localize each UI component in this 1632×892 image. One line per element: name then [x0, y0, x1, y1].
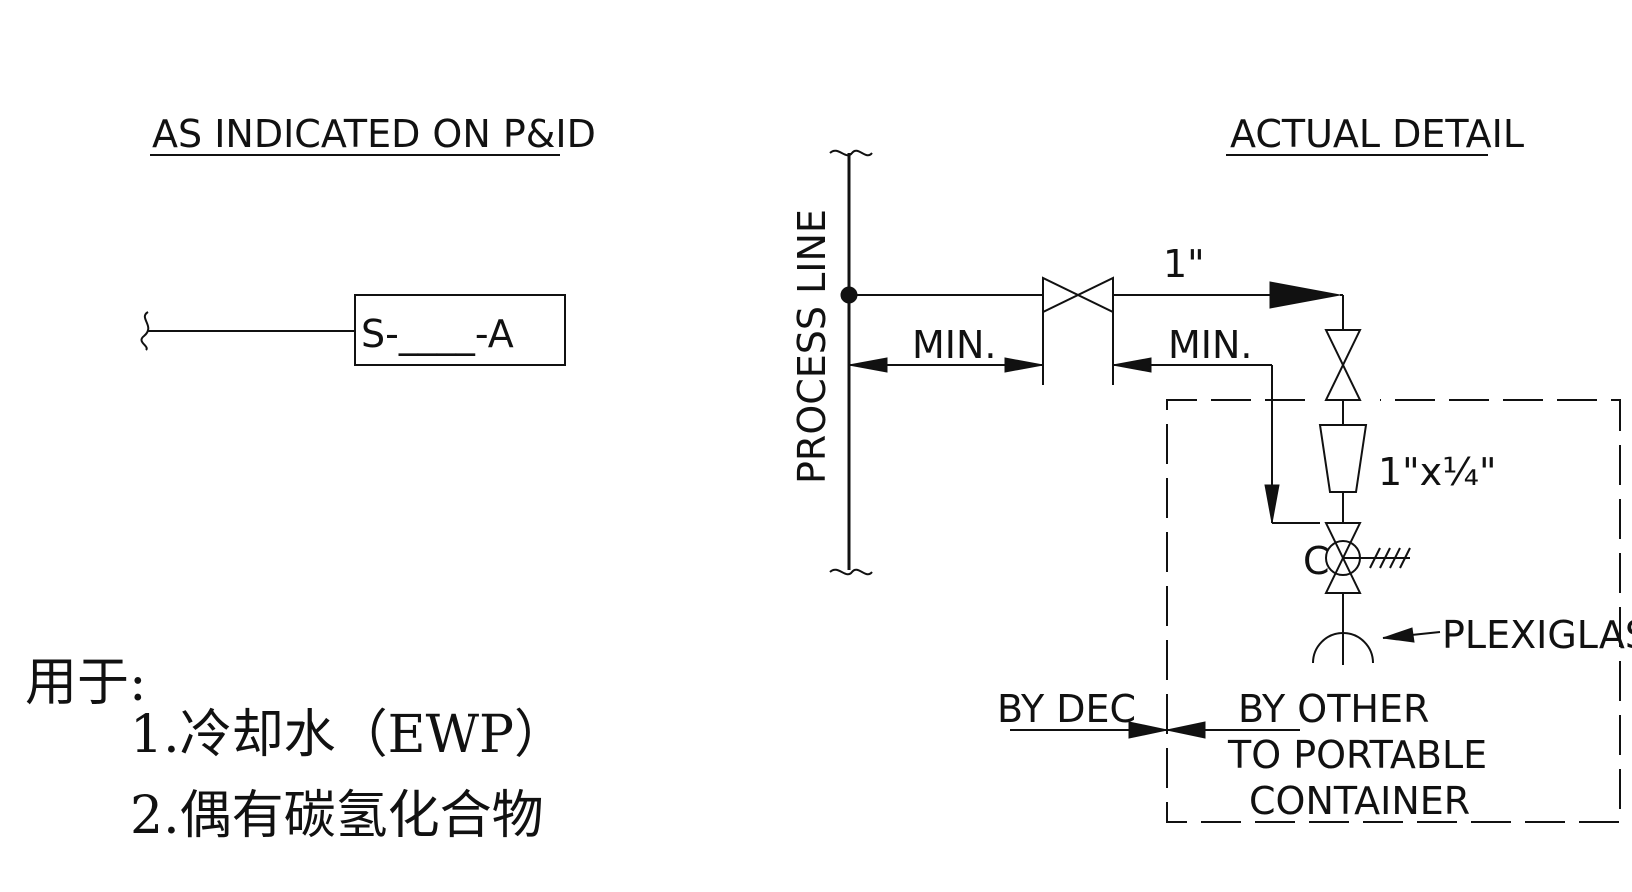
dim-arrow-1a [848, 357, 888, 373]
notes: 用于: 1.冷却水（EWP） 2.偶有碳氢化合物 [25, 653, 566, 846]
by-other-label: BY OTHER [1238, 687, 1429, 731]
container-label: CONTAINER [1249, 779, 1470, 823]
stem-hatch-2 [1379, 547, 1391, 569]
reducer-icon [1318, 424, 1368, 493]
left-panel-title: AS INDICATED ON P&ID [152, 112, 596, 156]
plexiglas-shield-icon [1312, 632, 1374, 664]
right-panel-title: ACTUAL DETAIL [1230, 112, 1524, 156]
min-label-1: MIN. [912, 323, 997, 367]
plexiglas-arrow [1382, 627, 1415, 643]
isolation-valve-icon [1042, 276, 1114, 314]
min-label-2: MIN. [1168, 323, 1253, 367]
reducer-label: 1"x¼" [1378, 450, 1496, 494]
stem-hatch-3 [1389, 547, 1401, 569]
drain-valve-icon [1324, 522, 1362, 594]
valve-tag: C [1303, 539, 1330, 583]
left-panel: AS INDICATED ON P&ID S-____-A [140, 112, 596, 366]
process-line-label: PROCESS LINE [790, 209, 834, 484]
vent-valve-icon [1324, 329, 1362, 401]
right-panel: ACTUAL DETAIL PROCESS LINE 1" MIN. [790, 112, 1632, 823]
by-dec-arrow [1128, 721, 1168, 739]
break-symbol [140, 311, 150, 351]
stem-hatch-1 [1369, 547, 1381, 569]
stem-hatch-4 [1399, 547, 1411, 569]
by-dec-label: BY DEC [997, 687, 1136, 731]
note-item-2: 2.偶有碳氢化合物 [130, 786, 544, 846]
dim-arrow-2a [1112, 357, 1152, 373]
dim-arrow-1b [1004, 357, 1044, 373]
notes-heading: 用于: [25, 653, 147, 713]
flow-arrow-icon [1269, 281, 1341, 309]
portable-container-boundary [1166, 399, 1621, 823]
by-other-arrow [1166, 721, 1206, 739]
process-line-break-bottom [829, 568, 873, 576]
pid-tag-box [354, 294, 566, 366]
plexiglas-label: PLEXIGLAS [1442, 613, 1632, 657]
pipe-size-label: 1" [1163, 242, 1205, 286]
dim-arrow-2b [1264, 484, 1280, 524]
process-line-break-top [829, 149, 873, 157]
note-item-1: 1.冷却水（EWP） [130, 705, 566, 765]
pid-tag-text: S-____-A [361, 312, 514, 356]
to-portable-label: TO PORTABLE [1227, 733, 1487, 777]
